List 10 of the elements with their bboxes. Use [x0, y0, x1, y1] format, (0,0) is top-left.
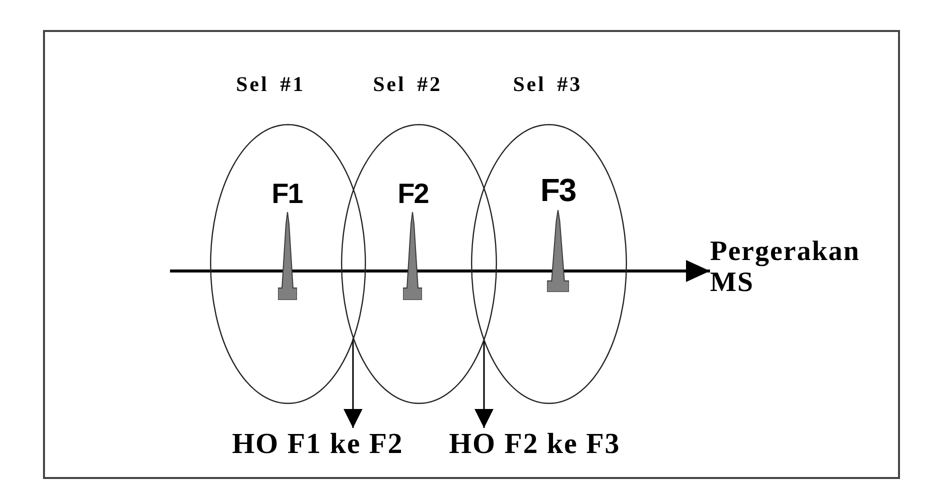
tower-label: F3: [540, 174, 576, 206]
arrow: [170, 260, 710, 282]
cell-label: Sel #3: [513, 72, 582, 96]
handover-label: HO F1 ke F2: [232, 428, 404, 460]
cell-label: Sel #2: [373, 72, 442, 96]
movement-label: Pergerakan MS: [710, 236, 860, 298]
cell-label: Sel #1: [236, 72, 306, 96]
tower-label: F2: [398, 180, 428, 208]
handover-label: HO F2 ke F3: [449, 428, 620, 460]
tower-label: F1: [272, 180, 302, 208]
